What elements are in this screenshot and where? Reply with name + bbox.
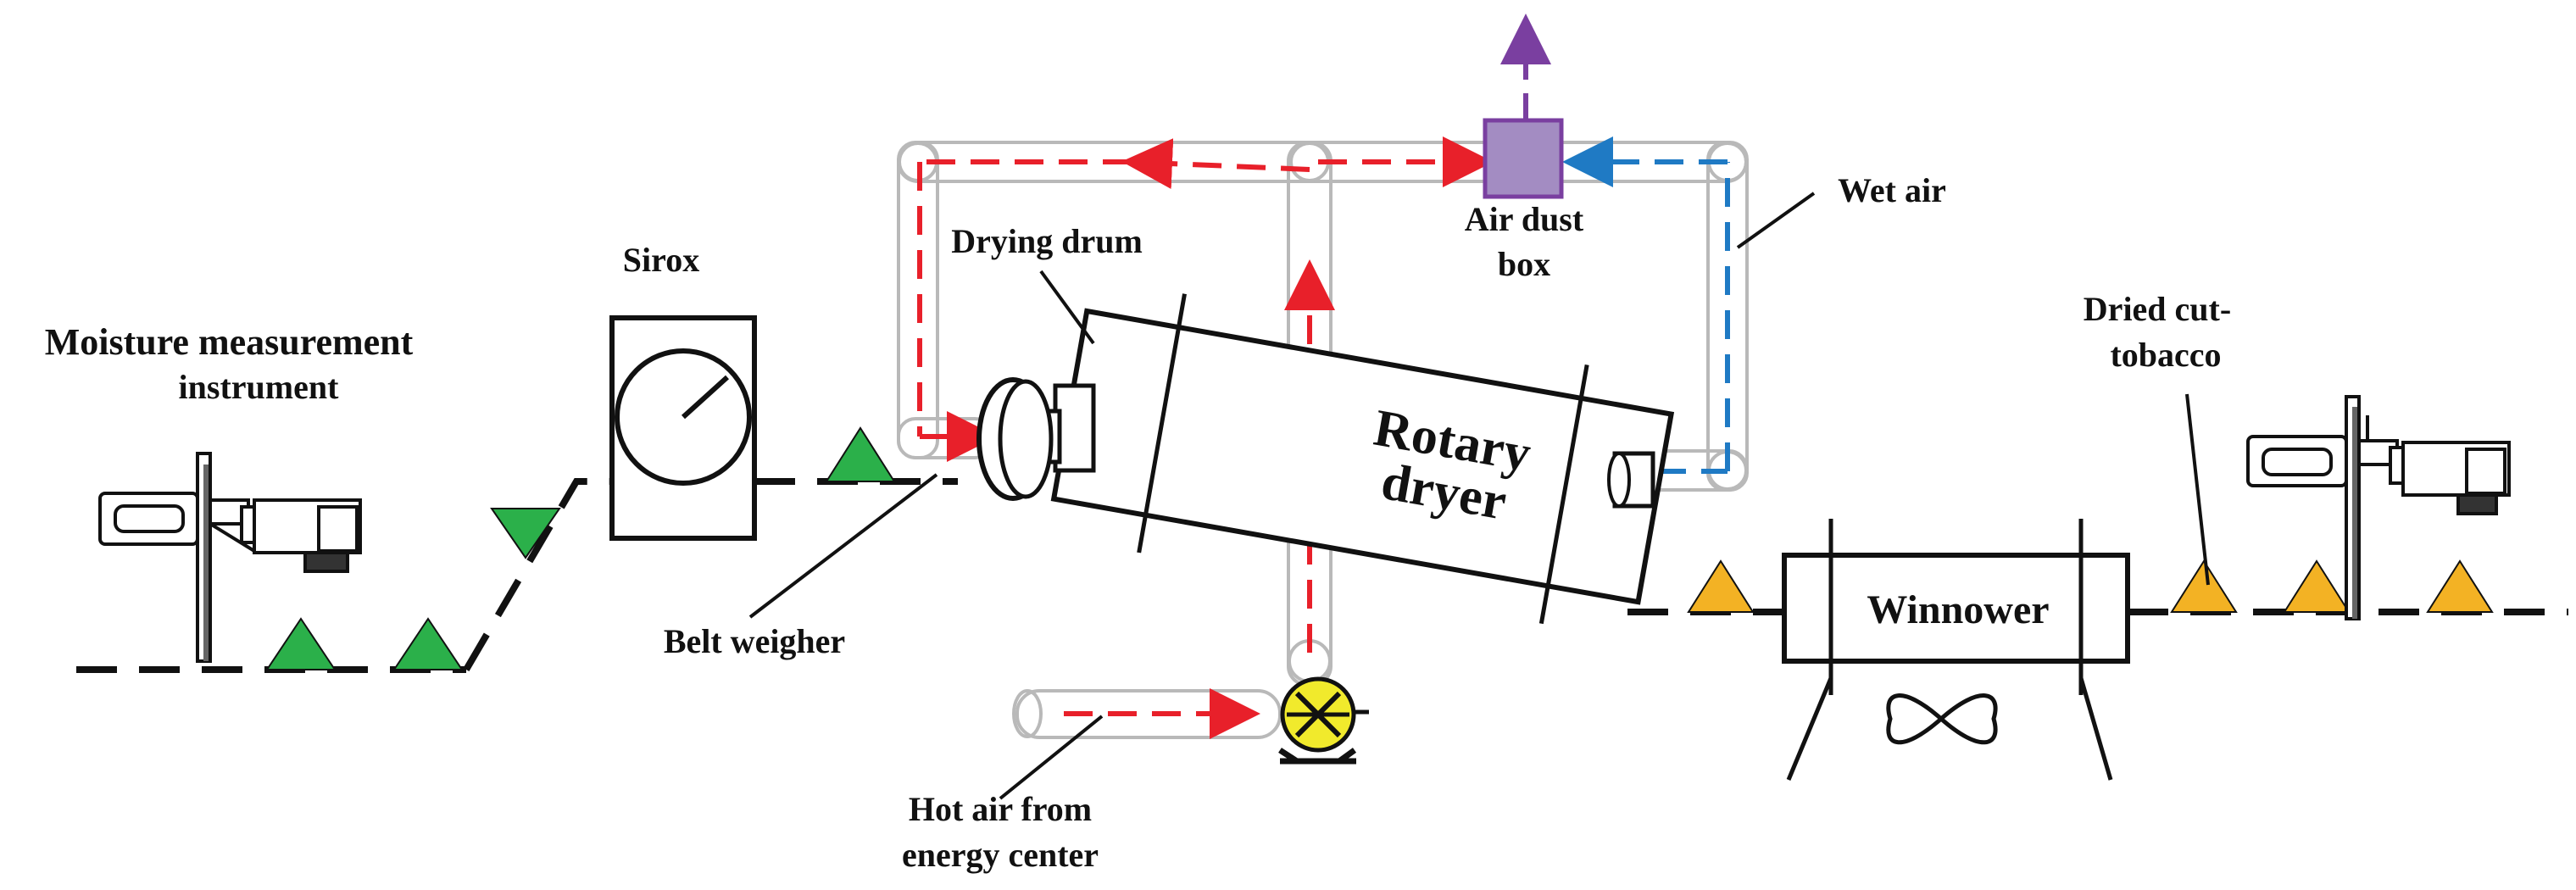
winnower-unit xyxy=(1782,519,2130,781)
label-belt-weigher: Belt weigher xyxy=(664,622,845,660)
moisture-instrument-left xyxy=(98,452,362,663)
tobacco-triangle xyxy=(2283,559,2351,613)
label-air-dust-box-1: Air dust xyxy=(1465,200,1584,238)
hot-air-flow xyxy=(917,136,1494,739)
label-air-dust-box-2: box xyxy=(1498,245,1550,283)
tobacco-triangle xyxy=(392,617,464,670)
tobacco-triangle xyxy=(2426,559,2494,613)
wet-air-flow xyxy=(1562,136,1730,474)
tobacco-triangle xyxy=(490,508,561,559)
label-hot-air-2: energy center xyxy=(902,836,1099,874)
tobacco-triangle xyxy=(825,426,896,482)
air-dust-box xyxy=(1483,118,1564,199)
tobacco-triangle xyxy=(265,617,337,670)
label-drying-drum: Drying drum xyxy=(951,222,1143,260)
tobacco-triangle xyxy=(2170,559,2238,613)
label-hot-air-1: Hot air from xyxy=(909,790,1092,828)
drum-inlet-cap xyxy=(976,377,1096,501)
fan-blower xyxy=(1278,676,1369,765)
hot-air-inlet-pipe xyxy=(1015,689,1282,739)
inlet-pipe-end xyxy=(1012,689,1043,738)
drum-outlet-cap xyxy=(1607,451,1655,509)
label-wet-air: Wet air xyxy=(1838,171,1946,209)
label-instrument: instrument xyxy=(179,368,340,406)
dried-tobacco-markers xyxy=(1687,559,2494,613)
tobacco-triangle xyxy=(1687,559,1755,613)
label-winnower: Winnower xyxy=(1867,587,2049,632)
rotary-dryer xyxy=(1050,293,1675,625)
moisture-instrument-right xyxy=(2246,395,2511,620)
wet-tobacco-markers xyxy=(265,426,896,670)
fan-blade-icon xyxy=(1886,693,1998,745)
label-dried-cut: Dried cut- xyxy=(2084,290,2231,328)
label-tobacco: tobacco xyxy=(2110,336,2221,374)
sirox-unit xyxy=(609,315,757,541)
label-sirox: Sirox xyxy=(623,241,699,279)
callout-lines xyxy=(748,192,2210,800)
labels: Moisture measurement instrument Sirox Dr… xyxy=(45,171,2232,874)
label-moisture-measurement: Moisture measurement xyxy=(45,321,414,363)
